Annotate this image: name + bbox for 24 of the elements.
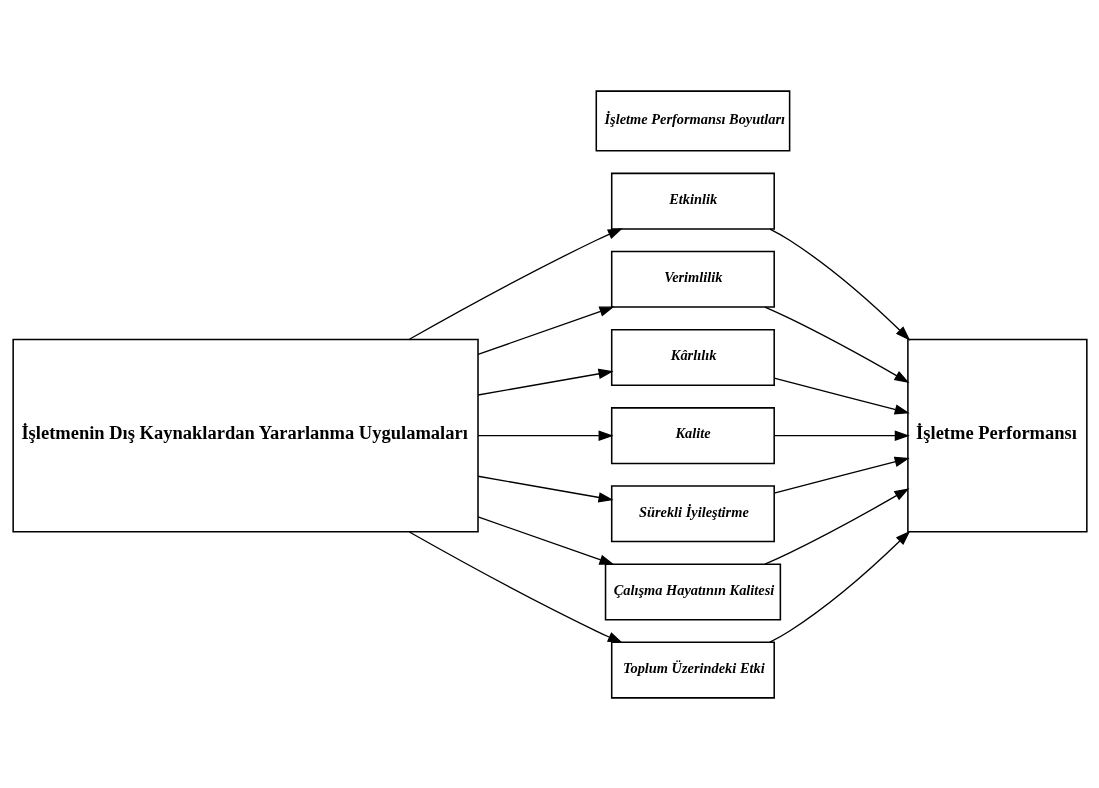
node-box: Etkinlik <box>610 172 775 230</box>
node-box: Kalite <box>610 406 775 464</box>
arrow <box>773 456 910 494</box>
arrow <box>408 530 623 643</box>
node-box: İşletme Performansı Boyutları <box>595 89 790 152</box>
node-box: Sürekli İyileştirme <box>610 484 775 542</box>
arrow <box>476 368 614 396</box>
arrow <box>476 306 614 355</box>
arrow <box>768 530 910 643</box>
arrow <box>476 475 614 503</box>
arrow <box>768 227 910 341</box>
arrow <box>476 515 614 565</box>
node-box: İşletmenin Dış Kaynaklardan Yararlanma Uygulamaları <box>11 338 479 533</box>
arrow <box>408 227 623 340</box>
node-box: Kârlılık <box>610 328 775 386</box>
node-box: İşletme Performansı <box>906 338 1088 533</box>
arrow <box>763 305 909 383</box>
arrow <box>773 377 910 415</box>
node-box: Çalışma Hayatının Kalitesi <box>604 562 781 620</box>
arrow <box>763 487 909 565</box>
node-box: Verimlilik <box>610 250 775 308</box>
arrow <box>476 429 614 441</box>
arrow <box>773 429 910 441</box>
node-box: Toplum Üzerindeki Etki <box>610 641 775 699</box>
